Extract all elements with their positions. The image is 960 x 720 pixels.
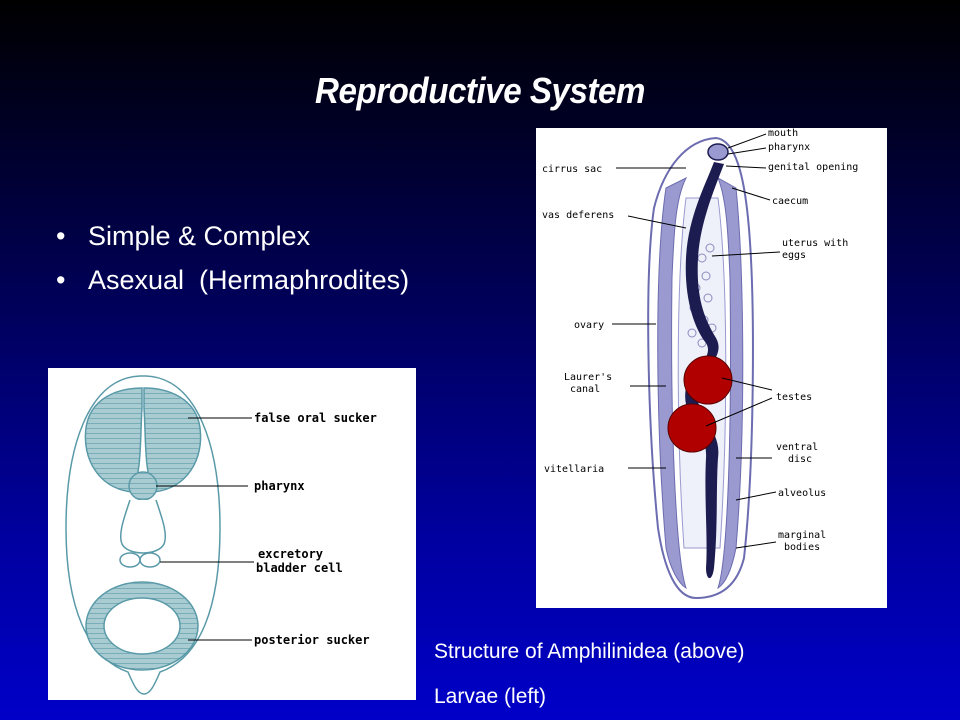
larva-diagram: false oral sucker pharynx excretory blad… (48, 368, 416, 700)
caption-larvae: Larvae (left) (434, 685, 547, 708)
label-eggs: eggs (782, 250, 806, 261)
bladder-cell-right (139, 552, 161, 568)
bullet-marker: • (56, 265, 66, 295)
adult-diagram-svg: mouth pharynx genital opening cirrus sac… (542, 128, 858, 600)
bladder-cell-left (119, 552, 141, 568)
pharynx-shape (707, 143, 729, 161)
posterior-sucker-center (103, 597, 181, 655)
adult-labels: mouth pharynx genital opening cirrus sac… (542, 128, 858, 553)
testis-lower (667, 403, 717, 453)
label-ventral: ventral (776, 442, 818, 453)
bullet-text: Asexual (Hermaphrodites) (88, 265, 410, 295)
caption-adult: Structure of Amphilinidea (above) (434, 640, 745, 663)
label-cirrus-sac: cirrus sac (542, 164, 602, 175)
larva-leader-lines (156, 417, 254, 641)
bullet-item: • Asexual (Hermaphrodites) (56, 258, 409, 302)
testes-group (667, 355, 733, 453)
adult-structure-diagram: mouth pharynx genital opening cirrus sac… (536, 128, 887, 608)
label-disc: disc (788, 454, 812, 465)
label-canal: canal (570, 384, 600, 395)
vitellaria-left (657, 176, 688, 590)
label-pharynx: pharynx (254, 479, 305, 493)
label-pharynx: pharynx (768, 142, 810, 153)
label-uterus-with: uterus with (782, 238, 848, 249)
label-vitellaria: vitellaria (544, 464, 604, 475)
label-bodies: bodies (784, 542, 820, 553)
label-laurers: Laurer's (564, 372, 612, 383)
label-caecum: caecum (772, 196, 808, 207)
bullet-list: • Simple & Complex • Asexual (Hermaphrod… (56, 214, 409, 302)
label-posterior-sucker: posterior sucker (254, 633, 370, 647)
false-oral-sucker-right (143, 387, 202, 493)
pharynx-shape (128, 471, 158, 501)
label-genital-opening: genital opening (768, 162, 858, 173)
label-marginal: marginal (778, 530, 826, 541)
vitellaria-right (717, 176, 744, 590)
label-alveolus: alveolus (778, 488, 826, 499)
bullet-marker: • (56, 221, 66, 251)
label-mouth: mouth (768, 128, 798, 139)
larva-labels: false oral sucker pharynx excretory blad… (254, 411, 377, 647)
label-ovary: ovary (574, 320, 604, 331)
label-false-oral-sucker: false oral sucker (254, 411, 377, 425)
gut-outline (119, 499, 167, 554)
label-testes: testes (776, 392, 812, 403)
bullet-text: Simple & Complex (88, 221, 311, 251)
label-bladder-cell: bladder cell (256, 561, 343, 575)
label-excretory: excretory (258, 547, 323, 561)
adult-leader-lines (612, 133, 781, 549)
testis-upper (683, 355, 733, 405)
slide-title: Reproductive System (315, 70, 645, 111)
label-vas-deferens: vas deferens (542, 210, 614, 221)
bullet-item: • Simple & Complex (56, 214, 409, 258)
false-oral-sucker-left (84, 387, 143, 493)
larva-diagram-svg: false oral sucker pharynx excretory blad… (65, 375, 377, 695)
